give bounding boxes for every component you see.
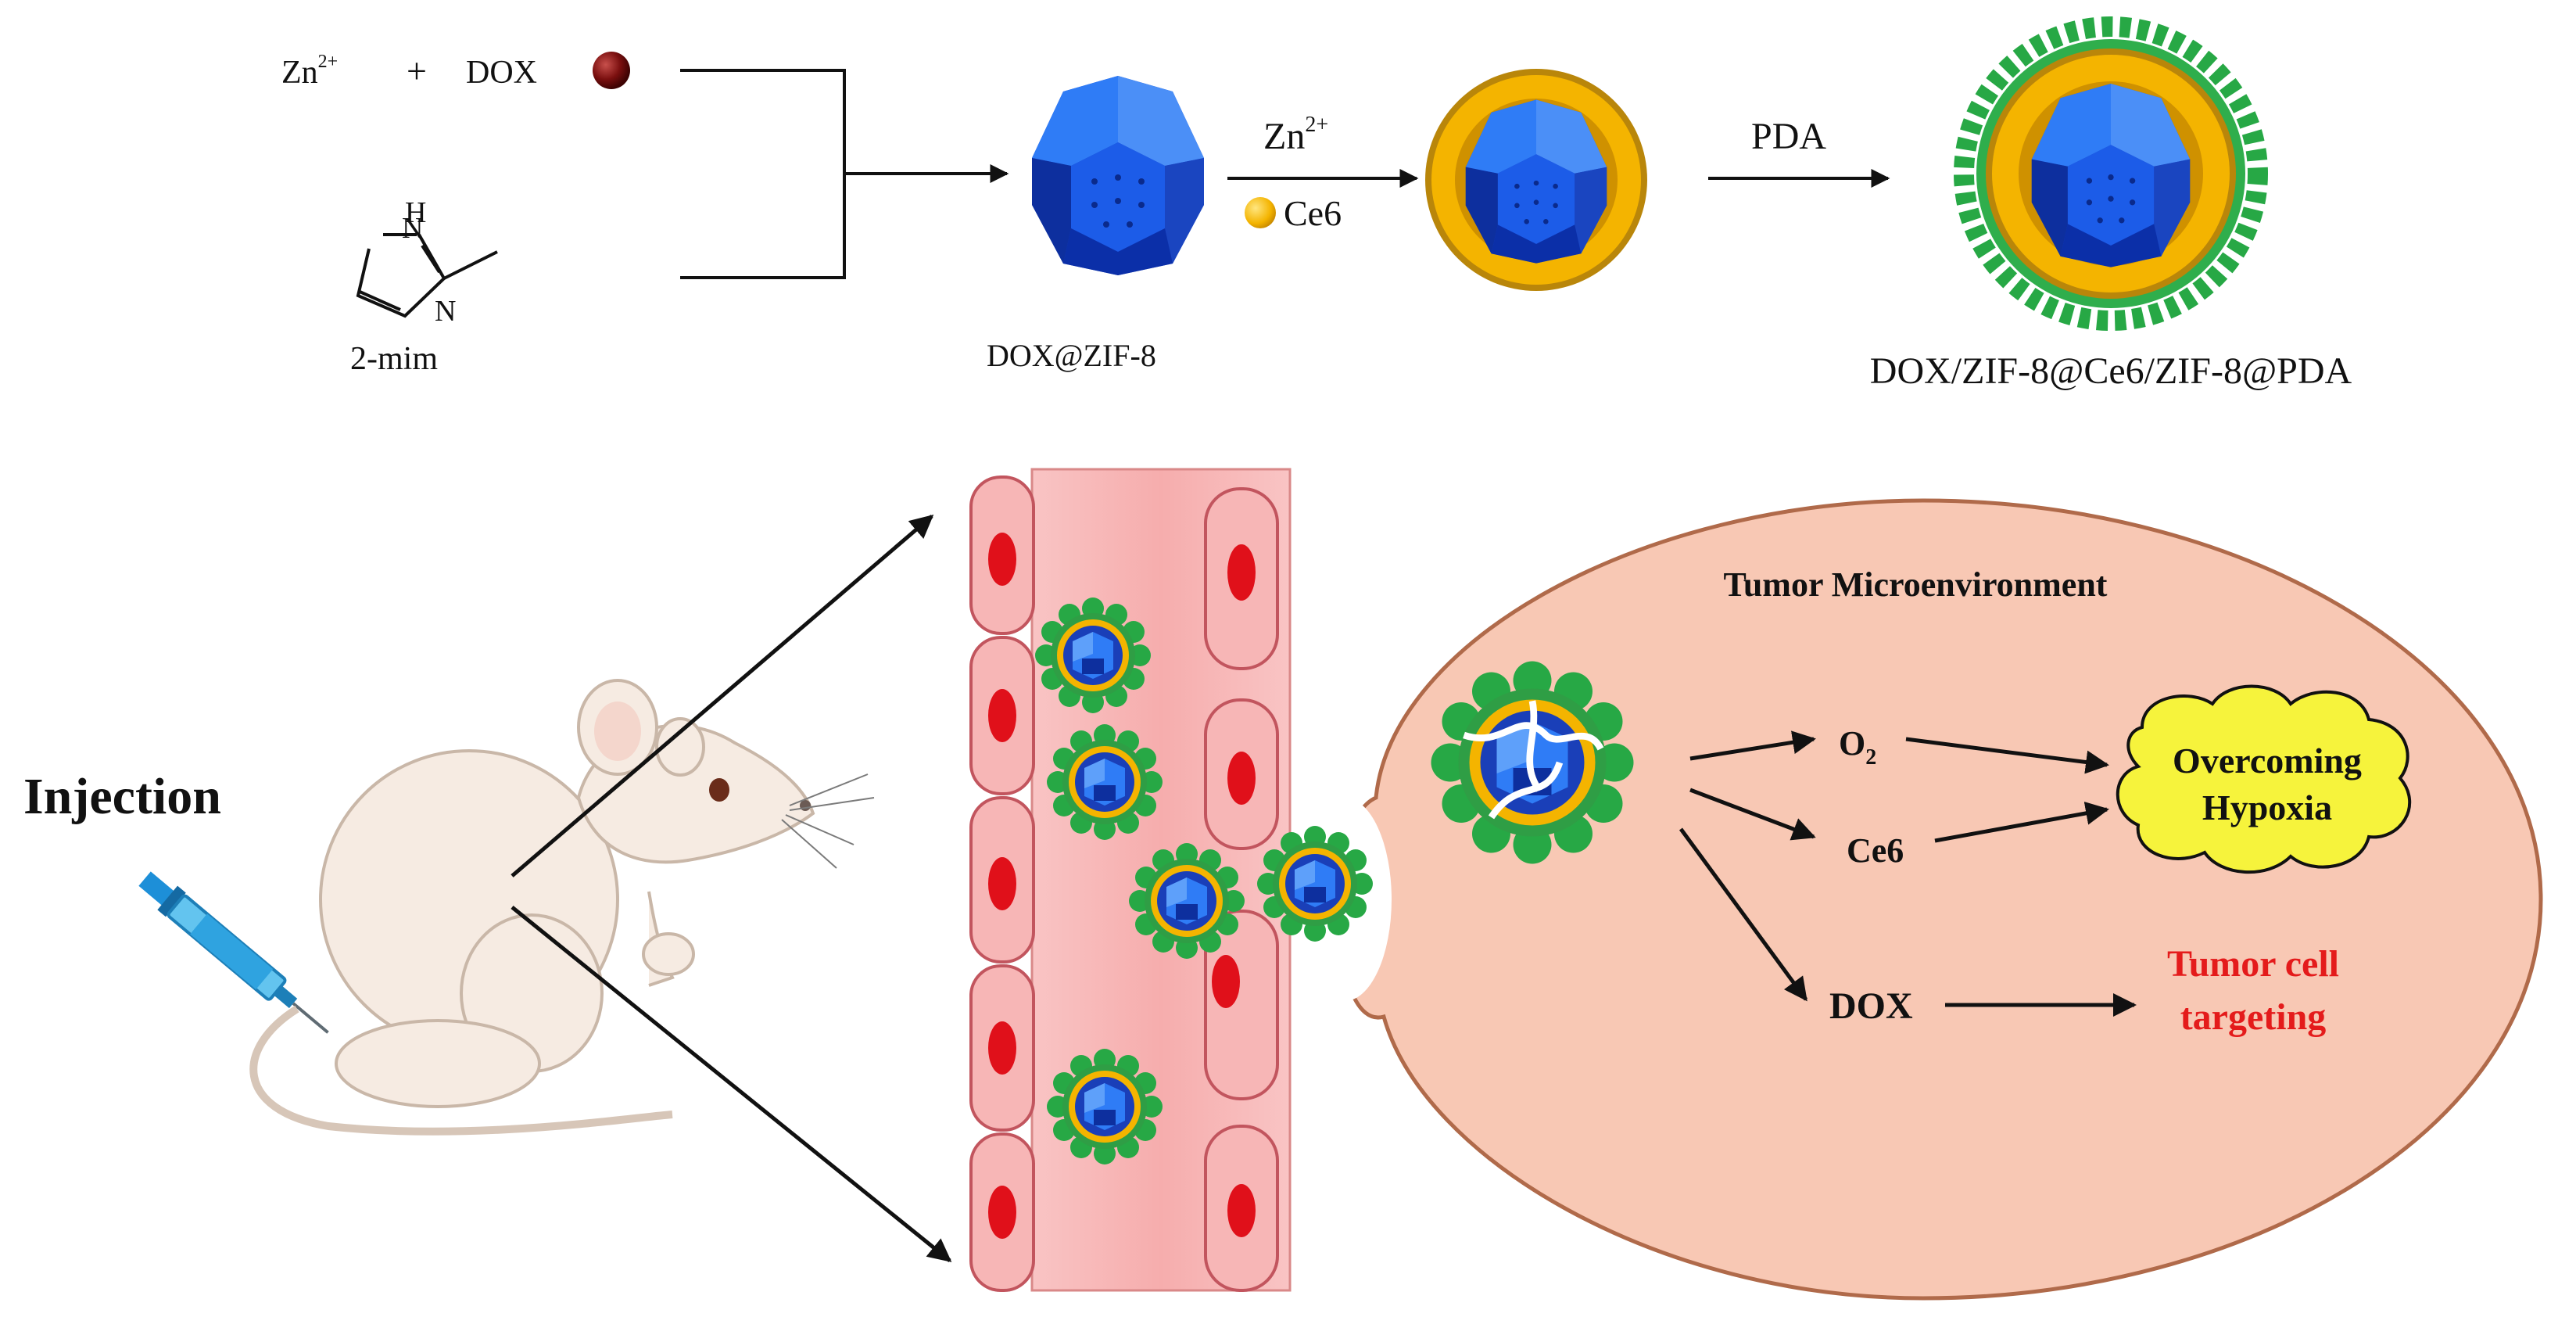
injection-label: Injection <box>23 768 221 825</box>
pda-coated-particle-icon <box>1954 16 2268 331</box>
hypoxia-label: Hypoxia <box>2202 788 2332 827</box>
imidazole-n2-label: N <box>435 295 456 328</box>
zn-label: Zn2+ <box>281 52 338 91</box>
syringe-icon <box>138 871 329 1034</box>
degrading-nanoparticle-icon <box>1431 661 1634 864</box>
blood-vessel <box>969 468 1292 1292</box>
tumor-microenvironment: Tumor Microenvironment O2 Ce6 DOX Overco… <box>1257 498 2543 1301</box>
imidazole-h-label: H <box>405 196 426 229</box>
arrow-ce6-to-hypoxia <box>1934 802 2109 843</box>
targeting-label: targeting <box>2180 996 2327 1038</box>
o2-label: O2 <box>1839 724 1876 770</box>
reagent-bracket <box>680 69 846 279</box>
synthesis-row: Zn2+ + DOX H N N 2-mim DOX@ZIF-8 Zn2+ Ce… <box>281 16 2352 392</box>
ce6-coated-particle-icon <box>1425 69 1647 291</box>
arrow-to-ce6 <box>1689 788 1816 841</box>
dox-release-label: DOX <box>1829 985 1913 1027</box>
imidazole-n1-label: N <box>402 212 423 245</box>
dox-zif8-crystal-icon <box>1032 76 1204 275</box>
arrow-to-dox <box>1679 827 1808 1002</box>
plus-sign: + <box>407 51 427 91</box>
pda-label: PDA <box>1751 116 1826 157</box>
injection-section: Injection <box>23 515 952 1262</box>
imidazole-structure-icon <box>356 233 498 318</box>
arrow-to-o2 <box>1689 730 1816 761</box>
rbc-right <box>1212 544 1256 1237</box>
tumor-outline <box>1336 498 2543 1301</box>
dox-zif8-label: DOX@ZIF-8 <box>987 338 1156 373</box>
tumor-cell-label: Tumor cell <box>2167 943 2339 985</box>
arrow-to-vessel-top <box>511 515 934 877</box>
ce6-molecule-icon <box>1245 197 1276 228</box>
mim-label: 2-mim <box>350 341 438 377</box>
tme-title: Tumor Microenvironment <box>1724 565 2108 604</box>
hypoxia-cloud-icon <box>2116 684 2412 874</box>
mouse-icon <box>249 679 875 1136</box>
rbc-left <box>988 533 1016 1239</box>
zn-arrow-label: Zn2+ <box>1263 113 1328 157</box>
overcoming-label: Overcoming <box>2173 741 2362 781</box>
dox-molecule-icon <box>593 52 630 89</box>
ce6-arrow-label: Ce6 <box>1284 193 1342 233</box>
ce6-release-label: Ce6 <box>1847 831 1904 870</box>
arrow-to-vessel-bottom <box>511 906 952 1262</box>
dox-reagent-label: DOX <box>466 55 537 91</box>
final-nanoparticle-label: DOX/ZIF-8@Ce6/ZIF-8@PDA <box>1870 350 2352 392</box>
arrow-o2-to-hypoxia <box>1905 737 2109 774</box>
